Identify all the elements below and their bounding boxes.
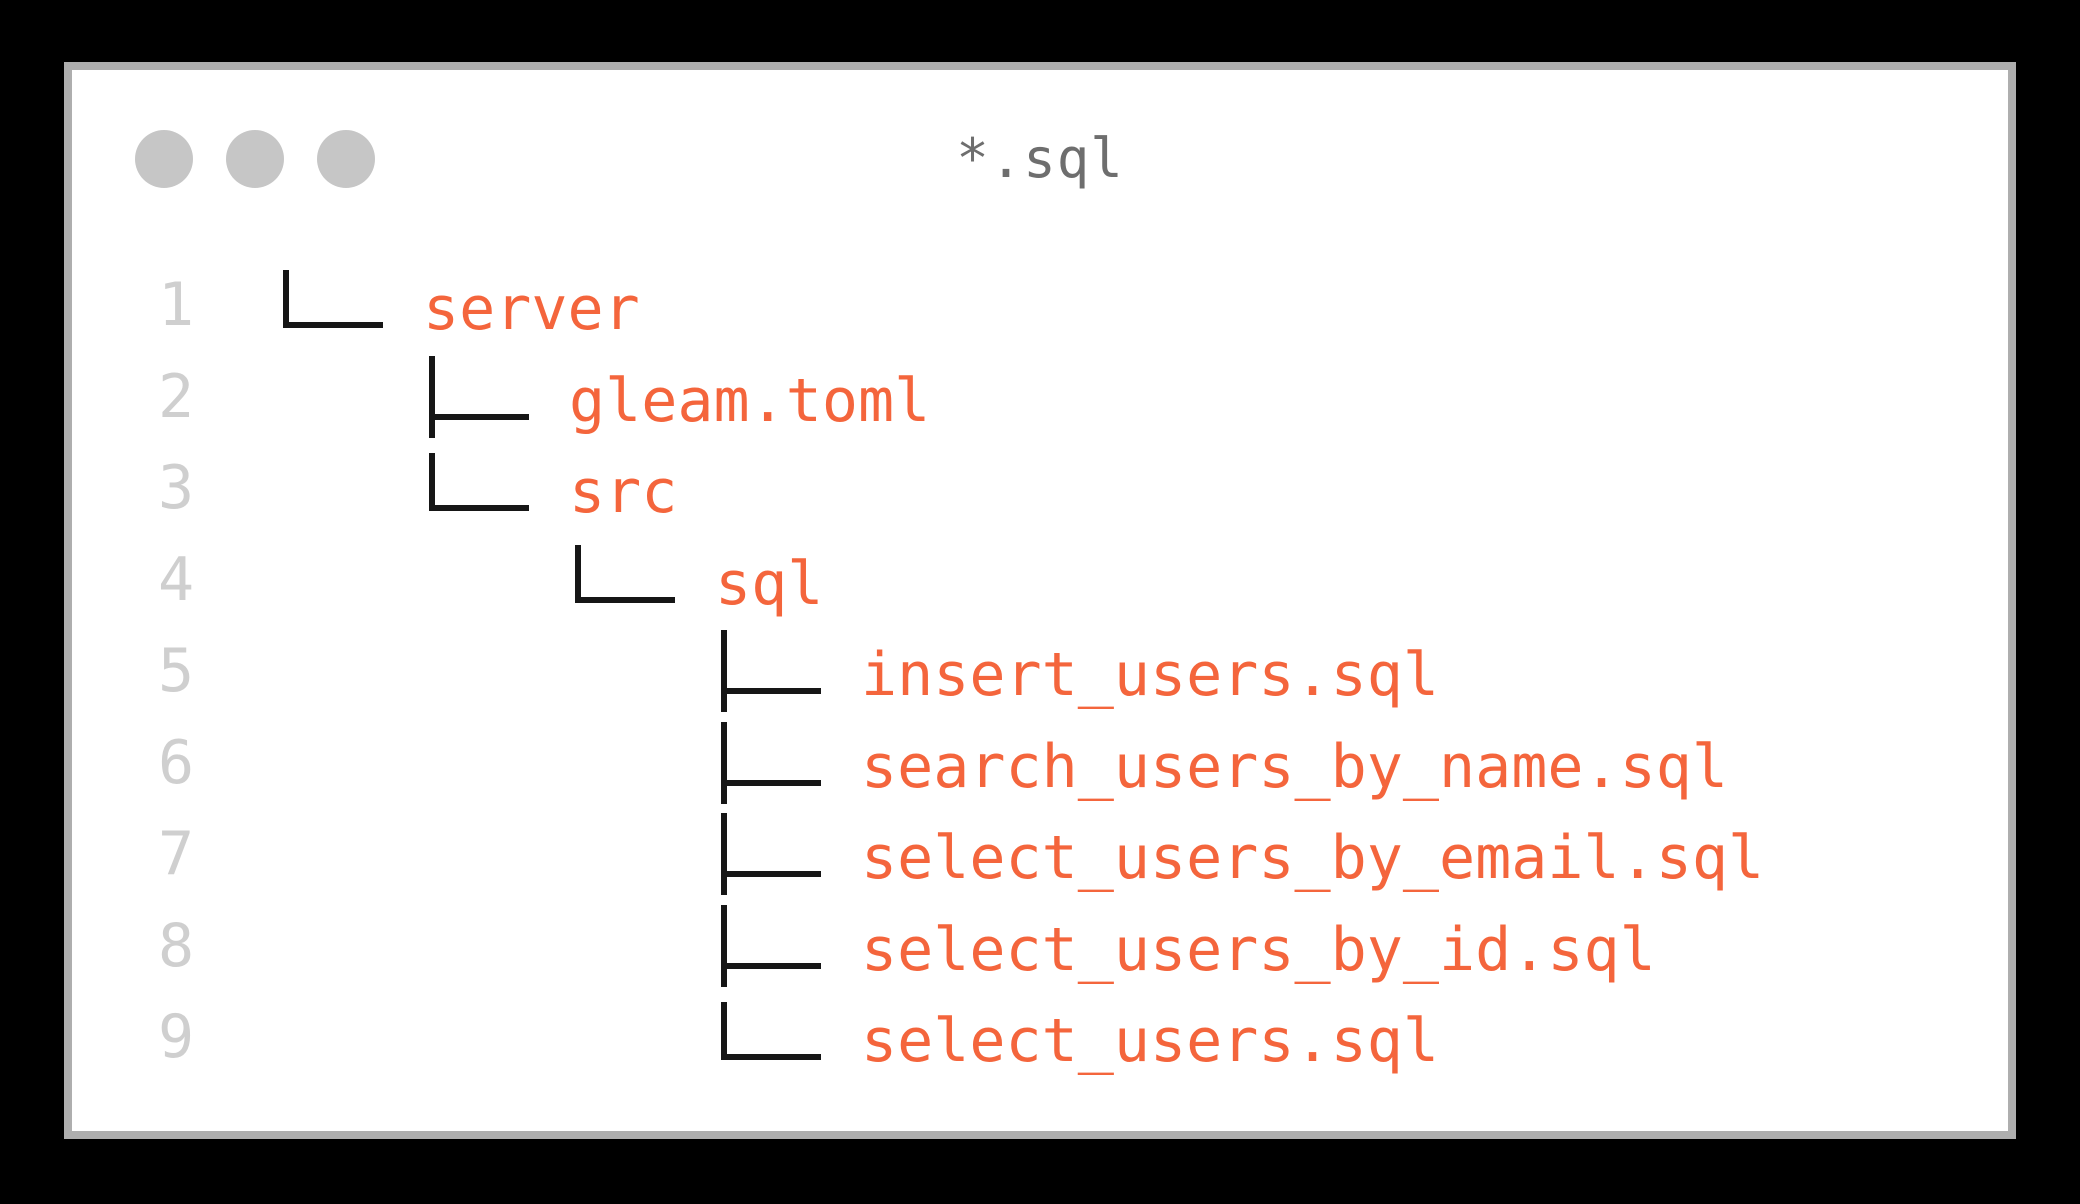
folder-name: sql [715,548,824,619]
folder-name: server [423,274,640,344]
window-dot-icon [135,130,193,188]
tree-row: 1 server [72,260,2008,352]
line-number: 4 [158,544,195,615]
tree-connector-tee-icon [721,809,867,901]
window-dot-icon [317,130,375,188]
line-number: 1 [158,270,195,340]
folder-name: src [569,457,678,527]
tree-row: 7 select_users_by_email.sql [72,809,2008,901]
line-number: 8 [158,910,195,981]
file-name: gleam.toml [569,365,931,436]
file-name: search_users_by_name.sql [861,731,1728,802]
tree-row: 6 search_users_by_name.sql [72,718,2008,810]
tree-connector-tee-icon [721,626,867,718]
tree-connector-elbow-icon [721,992,867,1084]
line-number: 6 [158,727,195,798]
tree-row: 5 insert_users.sql [72,626,2008,718]
file-name: select_users_by_id.sql [861,914,1656,985]
tree-row: 2 gleam.toml [72,352,2008,444]
tree-connector-tee-icon [721,901,867,993]
tree-connector-tee-icon [429,352,575,444]
file-name: select_users_by_email.sql [861,823,1765,893]
file-name: insert_users.sql [861,640,1439,710]
file-name: select_users.sql [861,1006,1439,1076]
tree-row: 8 select_users_by_id.sql [72,901,2008,993]
line-number: 5 [158,636,195,706]
window-title: *.sql [956,127,1124,190]
tree-connector-elbow-icon [575,535,721,627]
tree-connector-elbow-icon [283,260,429,352]
tree-connector-elbow-icon [429,443,575,535]
file-tree: 1 server 2 gleam.toml 3 src 4 sql 5 [72,260,2008,1084]
line-number: 3 [158,453,195,523]
tree-row: 9 select_users.sql [72,992,2008,1084]
code-window: *.sql 1 server 2 gleam.toml 3 src 4 sql [64,62,2016,1139]
tree-connector-tee-icon [721,718,867,810]
tree-row: 4 sql [72,535,2008,627]
tree-row: 3 src [72,443,2008,535]
line-number: 9 [158,1002,195,1072]
window-dot-icon [226,130,284,188]
line-number: 2 [158,361,195,432]
line-number: 7 [158,819,195,889]
